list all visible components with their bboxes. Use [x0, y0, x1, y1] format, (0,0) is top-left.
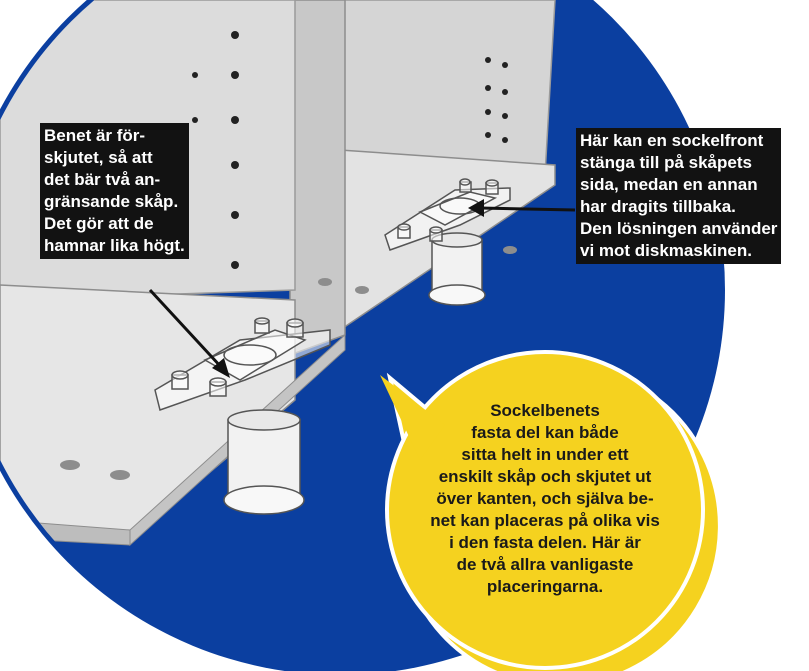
right-cabinet-front-edge	[289, 0, 346, 357]
bubble-line: Sockelbenets	[490, 401, 600, 420]
callout-left: Benet är för- skjutet, så att det bär tv…	[40, 123, 189, 259]
bracket-left	[154, 317, 331, 411]
callout-left-line: Benet är för-	[44, 126, 146, 145]
pointer-arrow-right	[468, 199, 576, 217]
bubble-line: sitta helt in under ett	[461, 445, 629, 464]
callout-left-line: Det gör att de	[44, 214, 154, 233]
bubble-line: de två allra vanligaste	[456, 555, 634, 574]
bubble-line: enskilt skåp och skjutet ut	[438, 467, 652, 486]
callout-right-line: vi mot diskmaskinen.	[580, 241, 752, 260]
leg-right	[428, 232, 486, 306]
bubble-line: i den fasta delen. Här är	[449, 533, 641, 552]
callout-right-line: sida, medan en annan	[580, 175, 758, 194]
shelf-pin-holes-left	[192, 31, 239, 269]
callout-left-line: skjutet, så att	[44, 148, 153, 167]
callout-left-line: hamnar lika högt.	[44, 236, 185, 255]
callout-right-line: Här kan en sockelfront	[580, 131, 764, 150]
callout-right-line: stänga till på skåpets	[580, 153, 752, 172]
callout-left-line: det bär två an-	[44, 170, 161, 189]
bubble-line: fasta del kan både	[471, 423, 619, 442]
pointer-arrow-left	[148, 288, 230, 378]
speech-bubble-text: Sockelbenets fasta del kan både sitta he…	[400, 400, 690, 598]
shelf-pin-holes-right	[485, 57, 508, 143]
callout-right-line: Den lösningen använder	[580, 219, 778, 238]
callout-left-line: gränsande skåp.	[44, 192, 179, 211]
bubble-line: placeringarna.	[486, 577, 604, 596]
bubble-line: net kan placeras på olika vis	[430, 511, 660, 530]
leg-left	[223, 409, 305, 515]
callout-right-line: har dragits tillbaka.	[580, 197, 736, 216]
bubble-line: över kanten, och själva be-	[436, 489, 654, 508]
speech-bubble	[380, 350, 722, 671]
callout-right: Här kan en sockelfront stänga till på sk…	[576, 128, 782, 264]
